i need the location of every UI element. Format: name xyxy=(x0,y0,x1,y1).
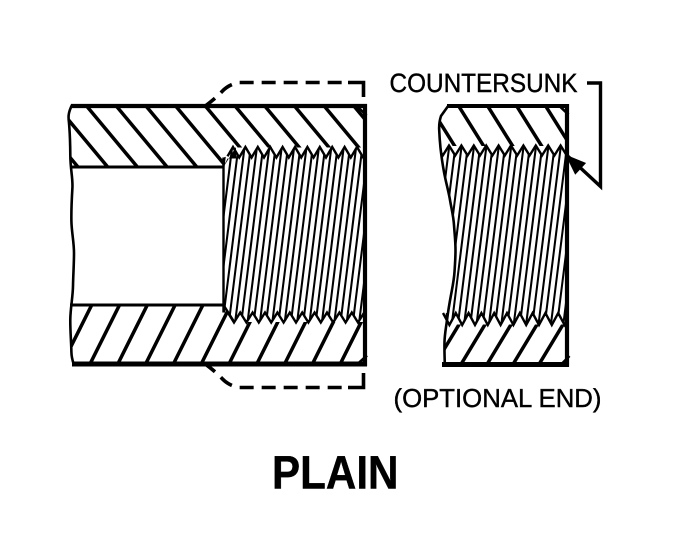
svg-text:PLAIN: PLAIN xyxy=(272,446,399,499)
svg-text:COUNTERSUNK: COUNTERSUNK xyxy=(390,68,578,98)
svg-text:(OPTIONAL END): (OPTIONAL END) xyxy=(394,383,602,413)
